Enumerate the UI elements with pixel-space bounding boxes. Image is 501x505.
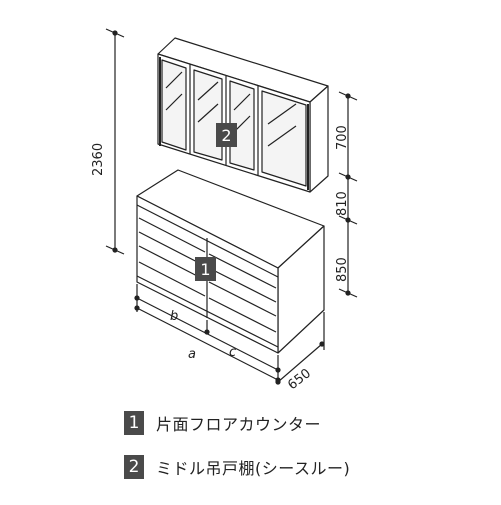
legend-badge: 1: [124, 411, 144, 435]
legend-label: 片面フロアカウンター: [156, 415, 322, 434]
marker-counter: 1: [195, 257, 216, 281]
total-height-dimension: [105, 28, 125, 255]
marker-upper-cabinet-number: 2: [221, 126, 231, 145]
right-height-dimensions: [338, 91, 358, 298]
marker-upper-cabinet: 2: [216, 123, 237, 147]
legend-item-upper-cabinet: 2 ミドル吊戸棚(シースルー): [124, 454, 350, 480]
legend-item-counter: 1 片面フロアカウンター: [124, 410, 321, 436]
depth-label: 650: [285, 366, 314, 393]
counter-height-label: 850: [335, 257, 350, 282]
legend-badge: 2: [124, 455, 144, 479]
upper-cabinet-height-label: 700: [335, 125, 350, 150]
gap-height-label: 810: [335, 191, 350, 216]
legend-label: ミドル吊戸棚(シースルー): [156, 459, 351, 478]
upper-cabinet: [157, 37, 329, 193]
depth-dimension: [275, 312, 325, 385]
width-a-label: a: [188, 347, 196, 362]
width-b-label: b: [170, 309, 178, 324]
width-dimensions: [134, 284, 281, 384]
floor-counter: [136, 169, 325, 354]
width-c-label: c: [229, 345, 236, 360]
marker-counter-number: 1: [200, 260, 210, 279]
total-height-label: 2360: [91, 143, 106, 176]
